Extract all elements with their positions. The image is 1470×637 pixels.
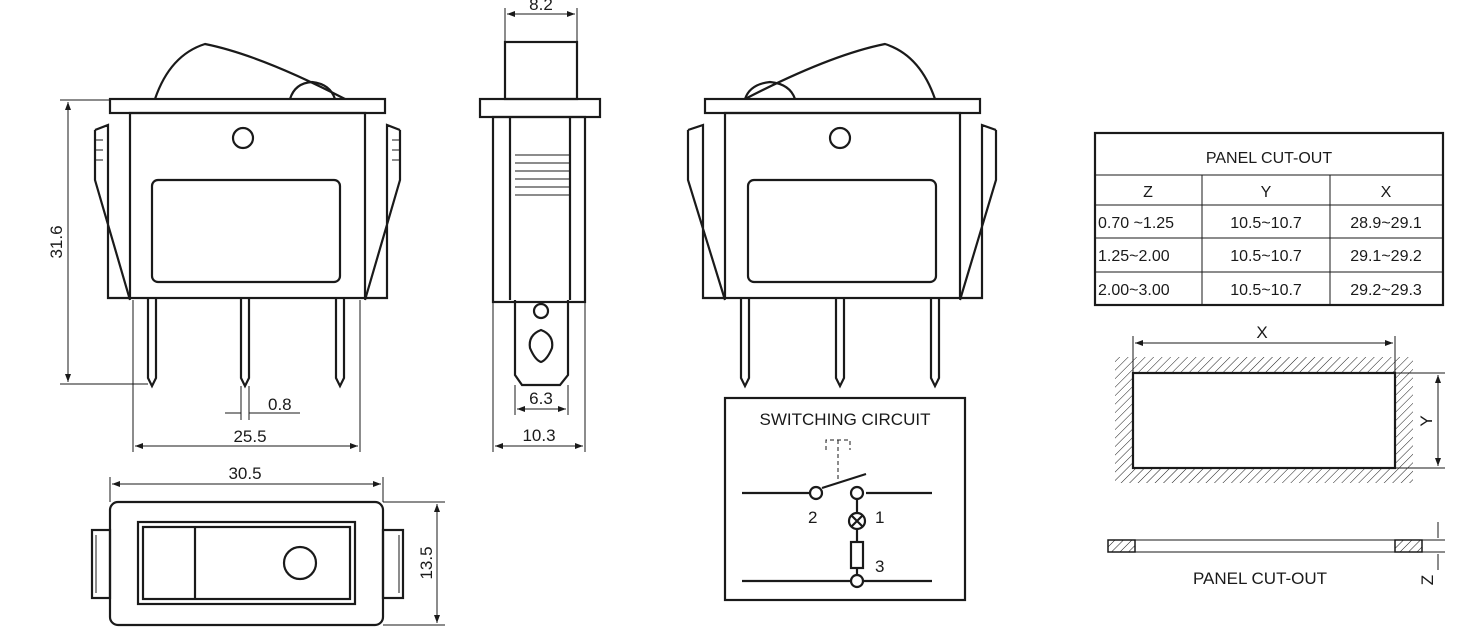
svg-text:1.25~2.00: 1.25~2.00 bbox=[1098, 248, 1170, 265]
switching-circuit: SWITCHING CIRCUIT 2 1 3 bbox=[723, 396, 967, 602]
top-view: 30.5 13.5 bbox=[90, 464, 445, 627]
svg-text:Z: Z bbox=[1418, 575, 1437, 585]
svg-text:13.5: 13.5 bbox=[417, 546, 436, 579]
svg-text:1: 1 bbox=[875, 508, 884, 527]
svg-text:SWITCHING CIRCUIT: SWITCHING CIRCUIT bbox=[760, 410, 931, 429]
svg-text:6.3: 6.3 bbox=[529, 389, 553, 408]
front-view-right bbox=[686, 42, 998, 389]
svg-text:29.1~29.2: 29.1~29.2 bbox=[1350, 248, 1422, 265]
svg-text:28.9~29.1: 28.9~29.1 bbox=[1350, 215, 1422, 232]
svg-text:30.5: 30.5 bbox=[228, 464, 261, 483]
svg-text:10.5~10.7: 10.5~10.7 bbox=[1230, 282, 1302, 299]
dimension-pin-span: 25.5 bbox=[132, 300, 361, 452]
svg-text:29.2~29.3: 29.2~29.3 bbox=[1350, 282, 1422, 299]
svg-text:Y: Y bbox=[1261, 184, 1272, 201]
svg-text:31.6: 31.6 bbox=[47, 225, 66, 258]
svg-text:3: 3 bbox=[875, 557, 884, 576]
svg-text:X: X bbox=[1256, 323, 1267, 342]
svg-text:2: 2 bbox=[808, 508, 817, 527]
panel-cutout-table: PANEL CUT-OUT Z Y X 0.70 ~1.25 10.5~10.7… bbox=[1093, 131, 1445, 307]
svg-text:10.5~10.7: 10.5~10.7 bbox=[1230, 248, 1302, 265]
side-view: 8.2 6.3 10.3 bbox=[478, 0, 602, 452]
svg-text:0.8: 0.8 bbox=[268, 395, 292, 414]
svg-text:PANEL CUT-OUT: PANEL CUT-OUT bbox=[1206, 150, 1332, 167]
svg-text:Z: Z bbox=[1143, 184, 1153, 201]
svg-text:Y: Y bbox=[1417, 415, 1436, 426]
dimension-pin-width: 0.8 bbox=[225, 386, 300, 420]
svg-text:2.00~3.00: 2.00~3.00 bbox=[1098, 282, 1170, 299]
svg-text:25.5: 25.5 bbox=[233, 427, 266, 446]
svg-text:PANEL CUT-OUT: PANEL CUT-OUT bbox=[1193, 569, 1327, 588]
svg-text:10.3: 10.3 bbox=[522, 426, 555, 445]
panel-cutout-diagram: X Y bbox=[1115, 323, 1445, 483]
svg-text:X: X bbox=[1381, 184, 1392, 201]
panel-cutout-section: PANEL CUT-OUT Z bbox=[1107, 522, 1445, 588]
svg-text:8.2: 8.2 bbox=[529, 0, 553, 14]
svg-text:0.70 ~1.25: 0.70 ~1.25 bbox=[1098, 215, 1174, 232]
svg-text:10.5~10.7: 10.5~10.7 bbox=[1230, 215, 1302, 232]
front-view-left bbox=[93, 42, 402, 389]
dimension-height: 31.6 bbox=[47, 99, 148, 385]
